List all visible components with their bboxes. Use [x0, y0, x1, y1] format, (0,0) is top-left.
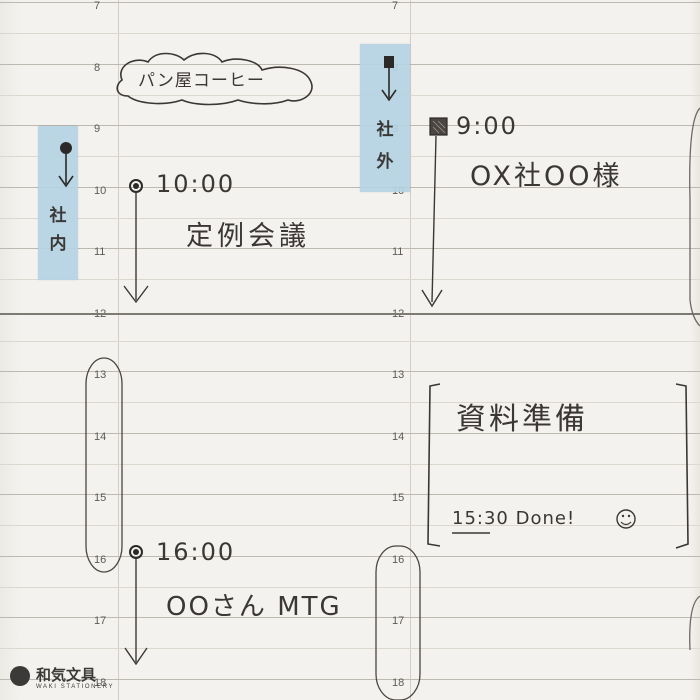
meeting-time: 10:00	[156, 170, 236, 198]
mtg-title: OOさん MTG	[166, 592, 342, 622]
half-hour-line	[0, 95, 700, 96]
hour-label-right: 7	[392, 0, 399, 12]
left-hours-oval	[85, 357, 123, 573]
mtg-time: 16:00	[156, 538, 236, 566]
tag-outside-char-1: 社	[376, 120, 394, 140]
tag-outside-char-2: 外	[376, 152, 394, 172]
left-column-rule	[118, 0, 119, 700]
tag-office-char-2: 内	[49, 234, 67, 254]
hour-label-right: 14	[392, 431, 405, 443]
hour-label-left: 16	[94, 554, 107, 566]
right-edge-curve	[689, 107, 700, 327]
half-hour-line	[0, 402, 700, 403]
hour-label-left: 17	[94, 615, 107, 627]
hour-line	[0, 617, 700, 618]
meeting-title: 定例会議	[186, 221, 310, 252]
smiley-icon	[616, 509, 636, 529]
office-tag-dot	[60, 142, 72, 154]
hour-label-right: 17	[392, 615, 405, 627]
cloud-outline	[116, 52, 313, 106]
brand-sub: WAKI STATIONERY	[36, 684, 115, 690]
hour-line	[0, 679, 700, 680]
hour-line	[0, 556, 700, 557]
hour-label-right: 16	[392, 554, 405, 566]
hour-line	[0, 371, 700, 372]
half-hour-line	[0, 156, 700, 157]
hour-label-left: 9	[94, 123, 101, 135]
prep-title: 資料準備	[456, 402, 588, 437]
cafe-note: パン屋コーヒー	[138, 71, 265, 91]
hour-label-right: 15	[392, 492, 405, 504]
prep-left-bracket	[427, 383, 441, 547]
prep-right-bracket	[675, 383, 689, 549]
hour-line	[0, 187, 700, 188]
hour-label-left: 7	[94, 0, 101, 12]
hour-label-left: 14	[94, 431, 107, 443]
half-hour-line	[0, 33, 700, 34]
hour-label-right: 18	[392, 677, 405, 689]
half-hour-line	[0, 587, 700, 588]
sticky-tag-office: 社 内	[38, 126, 78, 280]
half-hour-line	[0, 218, 700, 219]
brand-name: 和気文具	[36, 666, 97, 684]
hour-label-left: 15	[94, 492, 107, 504]
hour-label-right: 13	[392, 369, 405, 381]
half-hour-line	[0, 279, 700, 280]
brand-logo-icon	[10, 666, 30, 686]
hour-line	[0, 248, 700, 249]
noon-divider	[0, 313, 700, 315]
tag-office-char-1: 社	[49, 206, 67, 226]
hour-label-left: 11	[94, 246, 106, 258]
half-hour-line	[0, 341, 700, 342]
hour-label-left: 8	[94, 62, 101, 74]
hour-line	[0, 2, 700, 3]
right-hours-oval	[375, 545, 421, 700]
half-hour-line	[0, 648, 700, 649]
half-hour-line	[0, 464, 700, 465]
visit-title: OX社OO様	[470, 161, 623, 192]
hour-label-left: 18	[94, 677, 107, 689]
visit-time: 9:00	[456, 112, 518, 140]
hour-label-left: 13	[94, 369, 107, 381]
hour-line	[0, 125, 700, 126]
outside-tag-square	[384, 56, 394, 68]
hour-label-right: 11	[392, 246, 404, 258]
sticky-tag-outside: 社 外	[360, 44, 410, 192]
half-hour-line	[0, 525, 700, 526]
hour-line	[0, 64, 700, 65]
hour-label-left: 10	[94, 185, 107, 197]
prep-done: 15:30 Done!	[452, 508, 576, 529]
hour-line	[0, 494, 700, 495]
hour-line	[0, 433, 700, 434]
right-column-rule	[410, 0, 411, 700]
